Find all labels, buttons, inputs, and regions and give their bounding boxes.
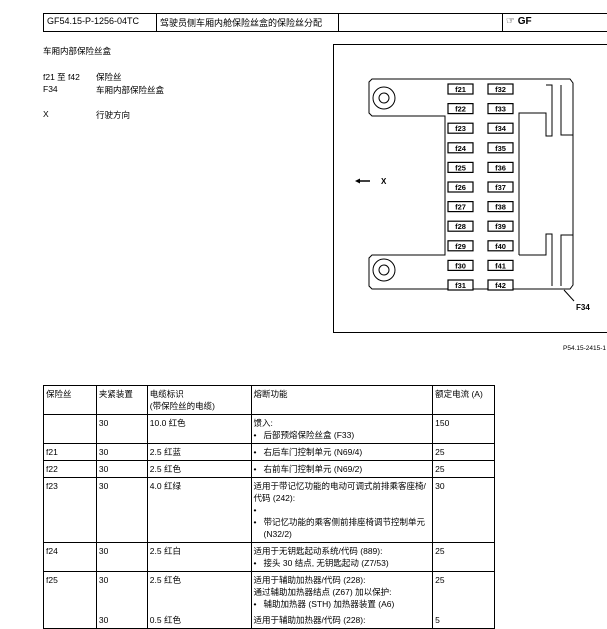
cable-cell: 4.0 红绿	[147, 478, 251, 543]
box-label: F34	[576, 303, 590, 312]
function-text: 适用于无钥匙起动系统/代码 (889):	[254, 545, 431, 557]
amp-cell: 25	[433, 572, 495, 613]
mount-hole	[373, 87, 395, 109]
amp-cell: 30	[433, 478, 495, 543]
function-cell: 适用于辅助加热器/代码 (228):通过辅助加热器结点 (Z67) 加以保护:辅…	[251, 572, 433, 613]
function-text: 适用于辅助加热器/代码 (228):	[254, 614, 431, 626]
mount-hole	[373, 259, 395, 281]
col-header: 保险丝	[44, 386, 97, 415]
function-bullet: 后部预熔保险丝盒 (F33)	[254, 429, 431, 441]
function-bullet: 右前车门控制单元 (N69/2)	[254, 463, 431, 475]
function-text: 适用于带记忆功能的电动可调式前排乘客座椅/代码 (242):	[254, 480, 431, 504]
cable-cell: 0.5 红色	[147, 612, 251, 629]
fuse-label: f39	[495, 222, 506, 231]
fuse-label: f32	[495, 85, 506, 94]
fuse-label: f37	[495, 183, 506, 192]
function-bullet	[254, 504, 431, 516]
col-header: 电缆标识 (带保险丝的电缆)	[147, 386, 251, 415]
col-header: 额定电流 (A)	[433, 386, 495, 415]
amp-cell: 5	[433, 612, 495, 629]
fuse-cell	[44, 415, 97, 444]
fuse-label: f26	[455, 183, 466, 192]
cable-cell: 10.0 红色	[147, 415, 251, 444]
figure-id: P54.15-2415-1	[563, 345, 606, 352]
fuse-label: f33	[495, 105, 506, 114]
clamp-cell: 30	[96, 572, 147, 613]
fuse-label: f28	[455, 222, 466, 231]
function-cell: 右前车门控制单元 (N69/2)	[251, 461, 433, 478]
function-bullet: 右后车门控制单元 (N69/4)	[254, 446, 431, 458]
clamp-cell: 30	[96, 444, 147, 461]
clamp-cell: 30	[96, 612, 147, 629]
cable-cell: 2.5 红色	[147, 572, 251, 613]
amp-cell: 25	[433, 543, 495, 572]
fuse-label: f21	[455, 85, 466, 94]
function-bullet: 接头 30 结点, 无钥匙起动 (Z7/53)	[254, 557, 431, 569]
fuse-label: f38	[495, 203, 506, 212]
connector-slots	[519, 85, 573, 286]
fuse-label: f23	[455, 124, 466, 133]
fuse-label: f29	[455, 242, 466, 251]
fuse-label: f35	[495, 144, 506, 153]
fuse-label: f27	[455, 203, 466, 212]
function-cell: 右后车门控制单元 (N69/4)	[251, 444, 433, 461]
fuse-cell: f21	[44, 444, 97, 461]
fuse-table: 保险丝 夹紧装置 电缆标识 (带保险丝的电缆) 熔断功能 额定电流 (A) 30…	[43, 385, 495, 629]
clamp-cell: 30	[96, 478, 147, 543]
function-text: 通过辅助加热器结点 (Z67) 加以保护:	[254, 586, 431, 598]
fuse-label: f34	[495, 124, 507, 133]
function-bullet: 带记忆功能的乘客侧前排座椅调节控制单元 (N32/2)	[254, 516, 431, 540]
fuse-label: f25	[455, 163, 466, 172]
fuse-label: f42	[495, 281, 506, 290]
col-header: 夹紧装置	[96, 386, 147, 415]
amp-cell: 25	[433, 444, 495, 461]
fuse-label: f36	[495, 163, 506, 172]
function-text: 馈入:	[254, 417, 431, 429]
function-cell: 适用于无钥匙起动系统/代码 (889):接头 30 结点, 无钥匙起动 (Z7/…	[251, 543, 433, 572]
fuse-label: f31	[455, 281, 466, 290]
fuse-label: f22	[455, 105, 466, 114]
cable-cell: 2.5 红色	[147, 461, 251, 478]
fuse-label: f30	[455, 261, 466, 270]
fuse-cell: f23	[44, 478, 97, 543]
fuse-cell	[44, 612, 97, 629]
function-bullet: 辅助加热器 (STH) 加热器装置 (A6)	[254, 598, 431, 610]
fuse-label: f41	[495, 261, 506, 270]
amp-cell: 25	[433, 461, 495, 478]
function-cell: 馈入:后部预熔保险丝盒 (F33)	[251, 415, 433, 444]
fuse-label: f40	[495, 242, 506, 251]
fuse-box-diagram: f21 f22 f23 f24 f25 f26 f27 f28 f29 f30 f31 f32 f33 f…	[0, 0, 607, 360]
cable-cell: 2.5 红蓝	[147, 444, 251, 461]
fuse-cell: f22	[44, 461, 97, 478]
table-header-row: 保险丝 夹紧装置 电缆标识 (带保险丝的电缆) 熔断功能 额定电流 (A)	[44, 386, 495, 415]
clamp-cell: 30	[96, 543, 147, 572]
amp-cell: 150	[433, 415, 495, 444]
clamp-cell: 30	[96, 461, 147, 478]
direction-label: X	[381, 177, 387, 186]
function-text: 适用于辅助加热器/代码 (228):	[254, 574, 431, 586]
function-cell: 适用于带记忆功能的电动可调式前排乘客座椅/代码 (242): 带记忆功能的乘客侧前…	[251, 478, 433, 543]
clamp-cell: 30	[96, 415, 147, 444]
leader-line	[564, 290, 574, 301]
function-cell: 适用于辅助加热器/代码 (228):	[251, 612, 433, 629]
fuse-cell: f25	[44, 572, 97, 613]
cable-cell: 2.5 红白	[147, 543, 251, 572]
col-header: 熔断功能	[251, 386, 433, 415]
fuse-cell: f24	[44, 543, 97, 572]
fuse-label: f24	[455, 144, 467, 153]
